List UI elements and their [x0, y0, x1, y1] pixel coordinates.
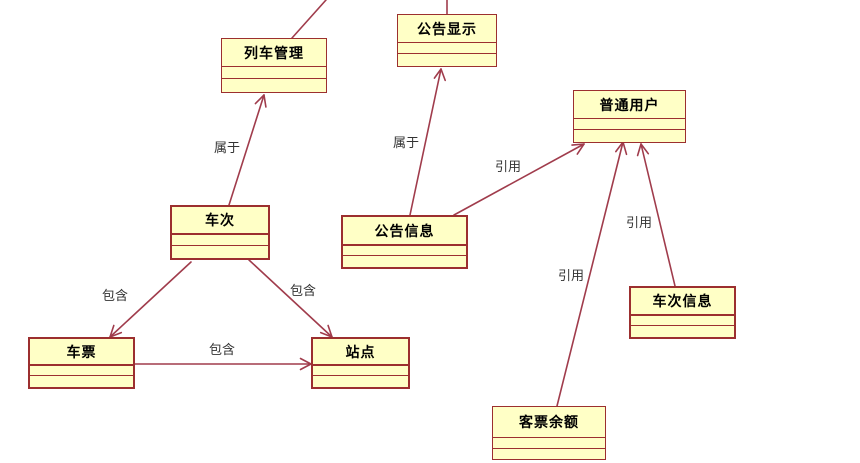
- arrowhead-user-1: [571, 143, 585, 155]
- edge-trip-to-train-mgmt: [228, 94, 265, 206]
- edge-trip-to-ticket: [109, 261, 192, 338]
- attributes-section: [343, 246, 466, 256]
- operations-section: [343, 256, 466, 267]
- class-name: 车次信息: [631, 288, 734, 316]
- class-name: 公告显示: [398, 15, 496, 43]
- arrowhead-notice-display: [433, 68, 447, 82]
- edge-trip-to-station: [248, 259, 333, 338]
- attributes-section: [574, 119, 685, 130]
- attributes-section: [313, 366, 408, 376]
- edge-notice-to-user: [453, 143, 585, 216]
- class-name: 普通用户: [574, 91, 685, 119]
- class-trip-info[interactable]: 车次信息: [629, 286, 736, 339]
- operations-section: [222, 79, 326, 92]
- label-notice-belongs: 属于: [393, 136, 420, 151]
- edge-train-mgmt-offscreen: [291, 0, 327, 39]
- attributes-section: [172, 235, 268, 246]
- class-train-trip[interactable]: 车次: [170, 205, 270, 260]
- label-ticket-contains-station: 包含: [209, 343, 236, 358]
- class-ticket-remaining[interactable]: 客票余额: [492, 406, 606, 460]
- attributes-section: [398, 43, 496, 54]
- edge-trip-info-to-user: [640, 143, 676, 287]
- arrowhead-train-mgmt: [254, 94, 267, 108]
- label-notice-references: 引用: [495, 160, 522, 175]
- class-train-management[interactable]: 列车管理: [221, 38, 327, 93]
- operations-section: [493, 449, 605, 459]
- arrowhead-user-3: [636, 143, 650, 157]
- class-regular-user[interactable]: 普通用户: [573, 90, 686, 143]
- class-name: 客票余额: [493, 407, 605, 438]
- label-trip-info-references: 引用: [626, 216, 653, 231]
- operations-section: [631, 326, 734, 337]
- class-name: 车次: [172, 207, 268, 235]
- class-notice-display[interactable]: 公告显示: [397, 14, 497, 67]
- edge-remaining-to-user: [556, 141, 624, 407]
- label-remaining-references: 引用: [558, 269, 585, 284]
- attributes-section: [631, 316, 734, 326]
- label-trip-contains-station: 包含: [290, 284, 317, 299]
- operations-section: [172, 246, 268, 258]
- operations-section: [313, 376, 408, 387]
- label-trip-belongs: 属于: [214, 141, 241, 156]
- operations-section: [398, 54, 496, 66]
- edge-notice-to-display: [409, 68, 442, 216]
- class-ticket[interactable]: 车票: [28, 337, 135, 389]
- attributes-section: [493, 438, 605, 449]
- operations-section: [574, 130, 685, 142]
- class-station[interactable]: 站点: [311, 337, 410, 389]
- class-notice-info[interactable]: 公告信息: [341, 215, 468, 269]
- operations-section: [30, 376, 133, 387]
- class-name: 列车管理: [222, 39, 326, 67]
- class-name: 车票: [30, 339, 133, 366]
- class-name: 公告信息: [343, 217, 466, 246]
- attributes-section: [222, 67, 326, 79]
- label-trip-contains-ticket: 包含: [102, 289, 129, 304]
- attributes-section: [30, 366, 133, 376]
- class-name: 站点: [313, 339, 408, 366]
